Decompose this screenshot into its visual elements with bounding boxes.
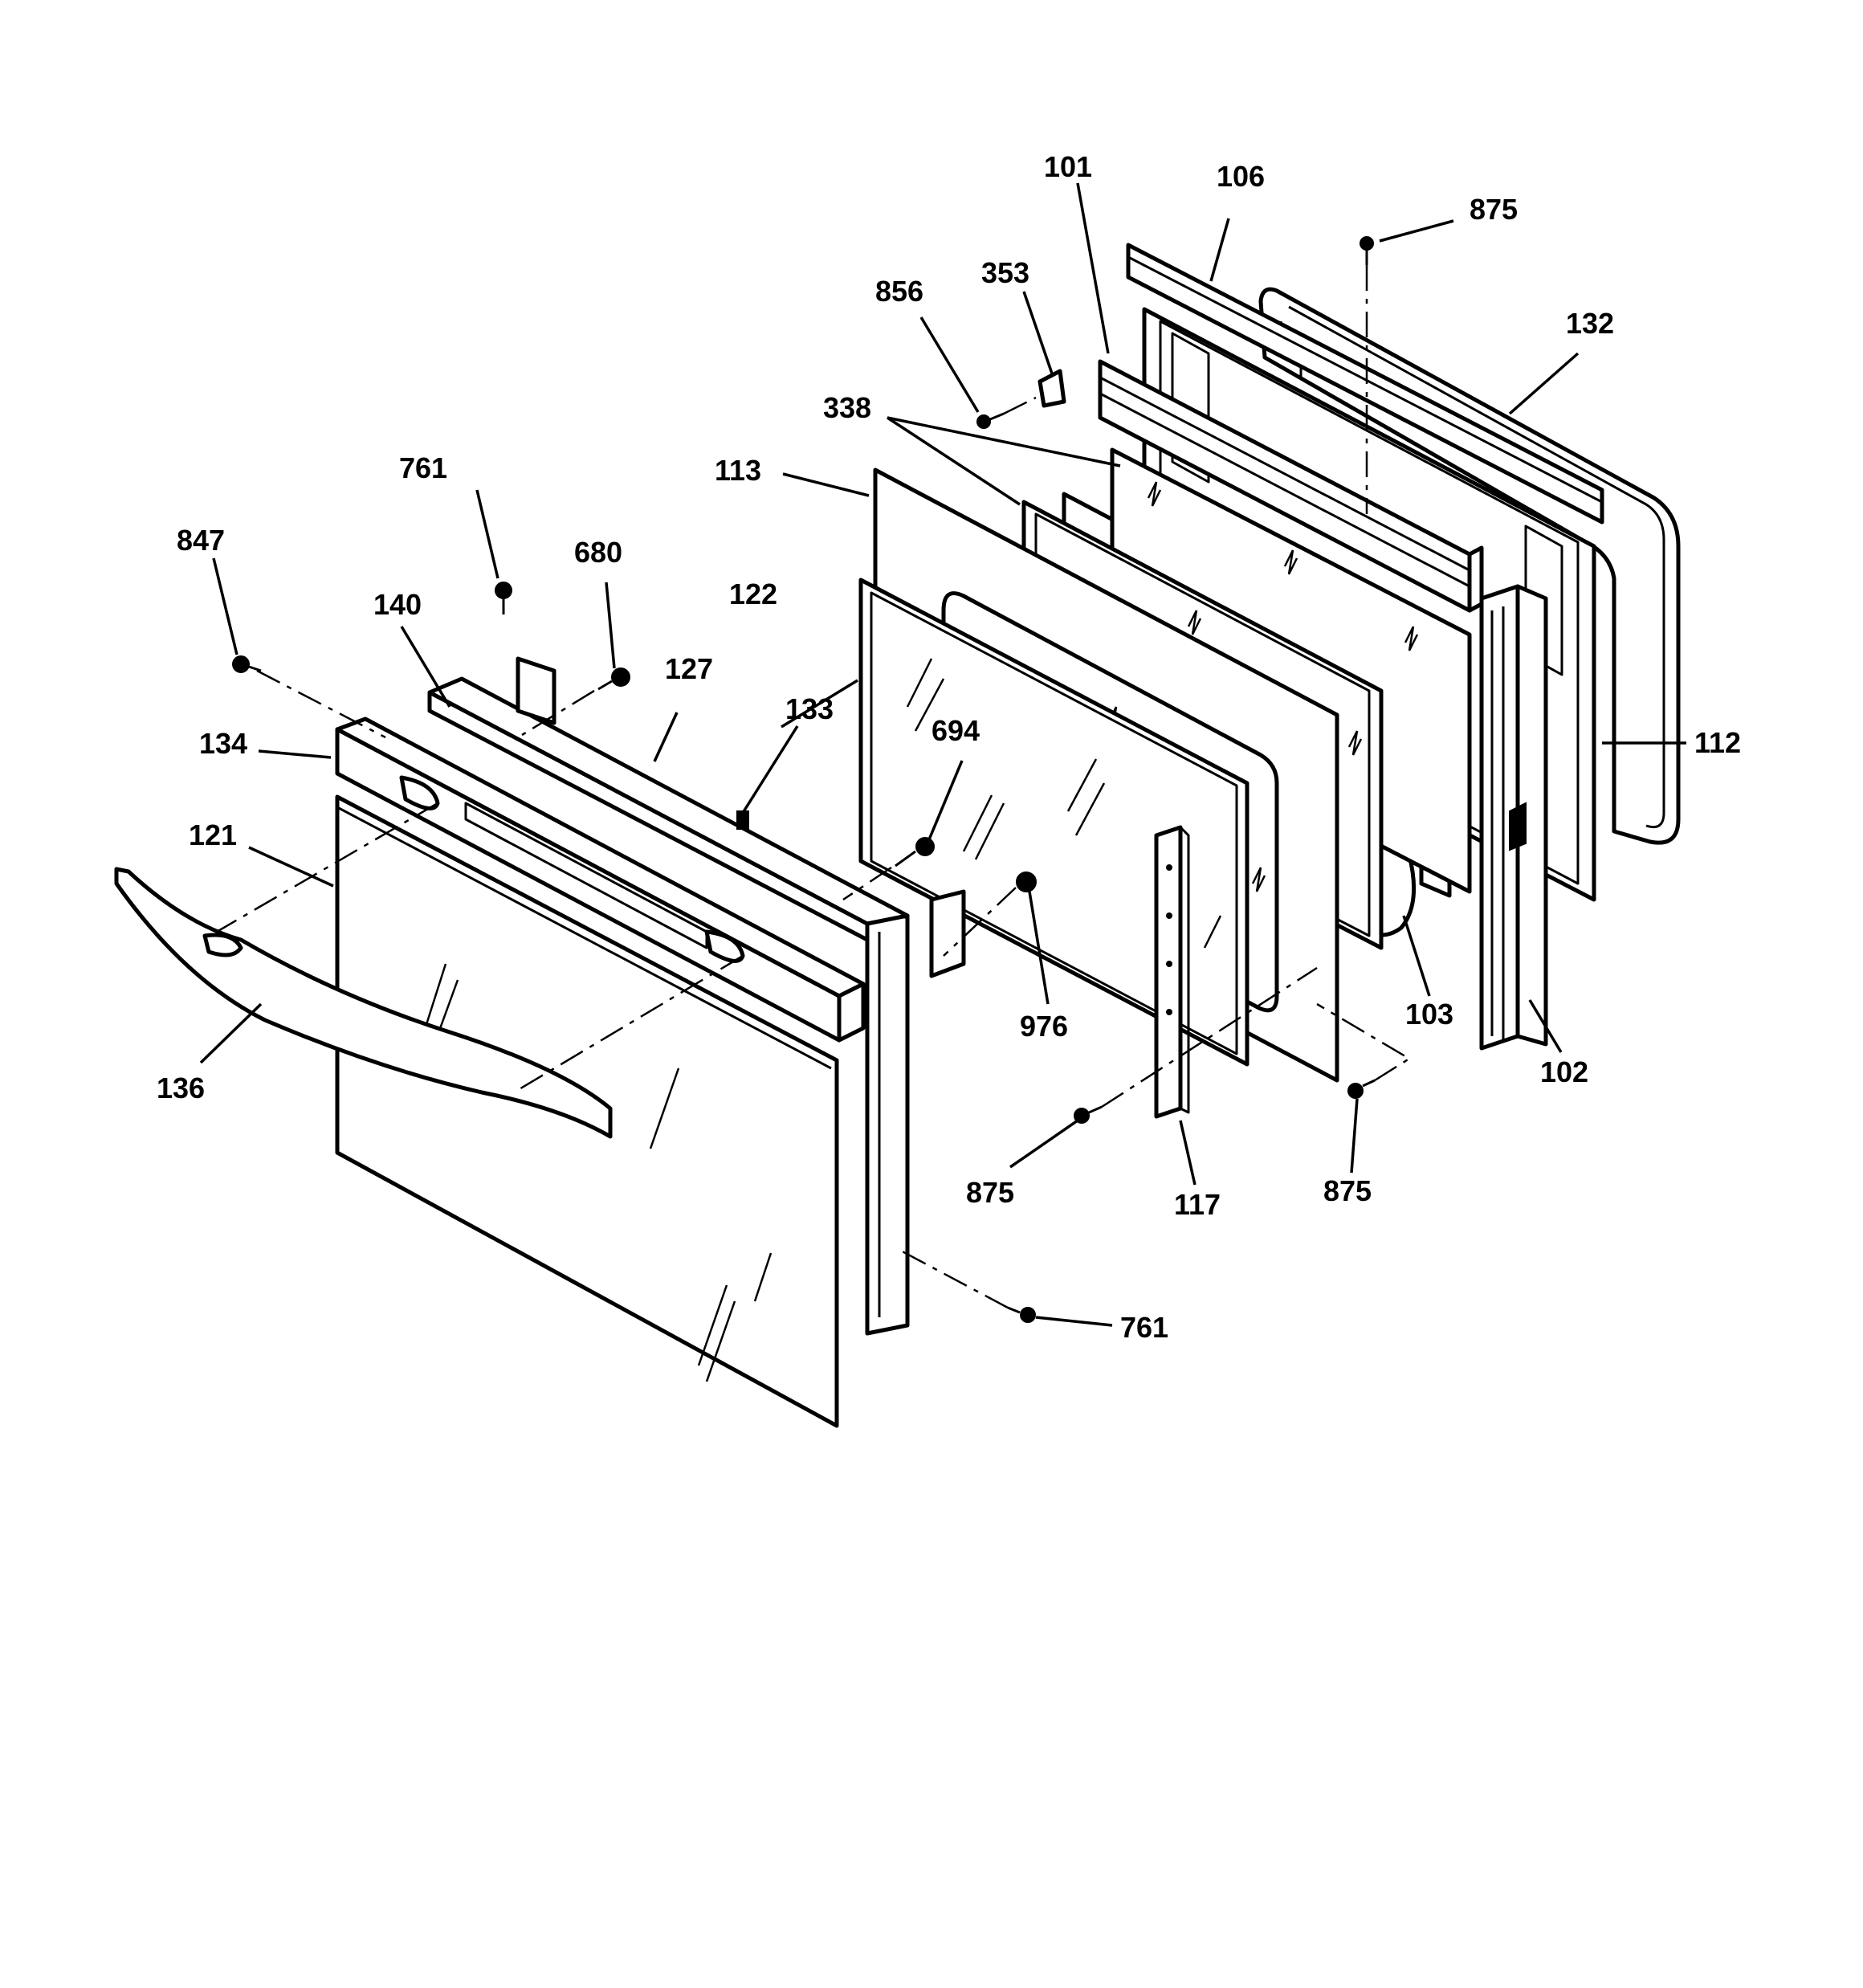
callout-847: 847 <box>177 524 225 557</box>
callout-353: 353 <box>981 256 1029 289</box>
callout-101: 101 <box>1044 150 1092 183</box>
outer-door-shell-127 <box>427 656 966 1336</box>
screw-856 <box>976 412 1005 429</box>
callout-112: 112 <box>1694 726 1741 759</box>
callout-133: 133 <box>785 692 834 725</box>
door-handle-136 <box>114 867 613 1139</box>
callout-875: 875 <box>1470 193 1518 226</box>
callout-875: 875 <box>966 1176 1014 1209</box>
callout-106: 106 <box>1217 160 1265 193</box>
callout-338: 338 <box>823 391 871 424</box>
nut-976 <box>1016 872 1037 892</box>
callout-856: 856 <box>875 275 923 308</box>
callout-113: 113 <box>715 454 761 487</box>
latch-353 <box>1037 369 1066 408</box>
callout-140: 140 <box>373 588 422 621</box>
screw-847 <box>232 655 262 673</box>
hinge-bracket-117 <box>1154 825 1190 1119</box>
callout-875: 875 <box>1323 1174 1372 1207</box>
callout-103: 103 <box>1405 998 1453 1031</box>
screw-875-top <box>1360 236 1374 265</box>
side-channel-102 <box>1479 584 1548 1051</box>
callout-122: 122 <box>729 578 777 610</box>
screw-875-right <box>1347 1079 1376 1099</box>
callout-761: 761 <box>1120 1311 1168 1344</box>
callout-117: 117 <box>1174 1188 1221 1221</box>
glass-window-122 <box>858 578 1249 1067</box>
callout-976: 976 <box>1020 1010 1068 1043</box>
top-trim-134 <box>335 716 866 1043</box>
callout-132: 132 <box>1566 307 1614 340</box>
callout-694: 694 <box>932 714 980 747</box>
callout-127: 127 <box>665 652 713 685</box>
screw-761-top <box>495 582 512 614</box>
callout-labels: 101 106 875 132 856 353 338 113 761 847 … <box>157 150 1741 1344</box>
screw-761-bottom <box>1007 1306 1036 1323</box>
callout-136: 136 <box>157 1072 205 1104</box>
fasteners <box>232 236 1376 1323</box>
callout-121: 121 <box>189 818 237 851</box>
alignment-lines <box>216 265 1412 1309</box>
callout-680: 680 <box>574 536 622 569</box>
screw-680 <box>597 667 630 691</box>
clip-133 <box>736 810 749 830</box>
screw-875-left <box>1074 1105 1103 1124</box>
top-channel-106 <box>1126 243 1604 525</box>
callout-102: 102 <box>1540 1055 1588 1088</box>
leader-lines <box>199 182 1686 1327</box>
callout-761: 761 <box>399 451 447 484</box>
callout-134: 134 <box>199 727 247 760</box>
